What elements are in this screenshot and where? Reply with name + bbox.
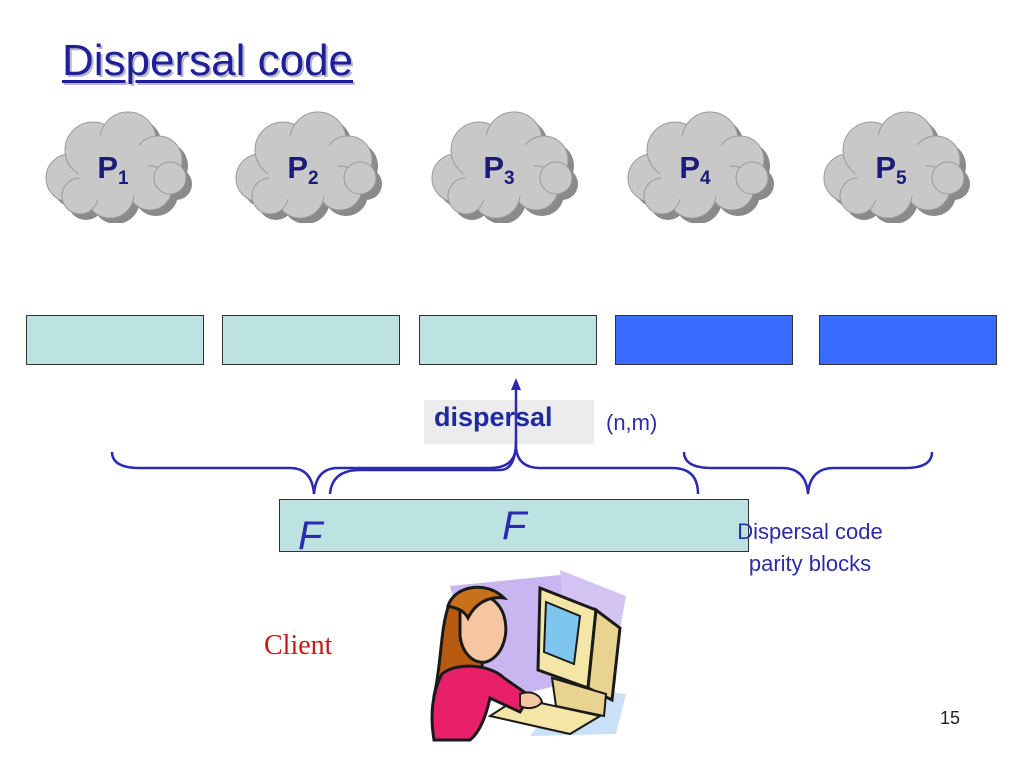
- parity-blocks-caption: Dispersal code parity blocks: [700, 516, 920, 580]
- server-cloud-4: P4: [620, 108, 780, 223]
- server-label: P2: [287, 150, 319, 189]
- cloud-icon: [45, 111, 192, 223]
- server-cloud-3: P3: [424, 108, 584, 223]
- file-label-center: F: [502, 504, 527, 548]
- server-cloud-2: P2: [228, 108, 388, 223]
- slide-title: Dispersal code: [62, 36, 354, 85]
- server-label: P1: [97, 150, 129, 189]
- cloud-icon: [235, 111, 382, 223]
- client-label: Client: [264, 630, 333, 661]
- cloud-icon: [823, 111, 970, 223]
- parity-block-1: [615, 315, 793, 365]
- parity-caption-line-2: parity blocks: [748, 551, 872, 576]
- server-label: P3: [483, 150, 515, 189]
- server-cloud-5: P5: [816, 108, 976, 223]
- dispersal-label: dispersal: [434, 402, 553, 432]
- data-block-3: [419, 315, 597, 365]
- file-bar: [279, 499, 749, 552]
- cloud-icon: [627, 111, 774, 223]
- file-label-left: F: [298, 514, 323, 558]
- data-block-1: [26, 315, 204, 365]
- file-to-dispersal-connector: [328, 439, 518, 495]
- data-blocks-brace: [110, 447, 700, 495]
- parity-blocks-brace: [682, 451, 934, 495]
- server-label: P4: [679, 150, 711, 189]
- data-block-2: [222, 315, 400, 365]
- cloud-icon: [431, 111, 578, 223]
- client-computer-user-illustration: [430, 570, 626, 742]
- parity-caption-line-1: Dispersal code: [737, 519, 883, 544]
- dispersal-params: (n,m): [606, 410, 658, 435]
- server-label: P5: [875, 150, 907, 189]
- server-cloud-1: P1: [38, 108, 198, 223]
- dispersal-label-box: [424, 400, 594, 444]
- dispersal-arrow-head: [511, 378, 521, 390]
- parity-block-2: [819, 315, 997, 365]
- page-number: 15: [940, 708, 961, 728]
